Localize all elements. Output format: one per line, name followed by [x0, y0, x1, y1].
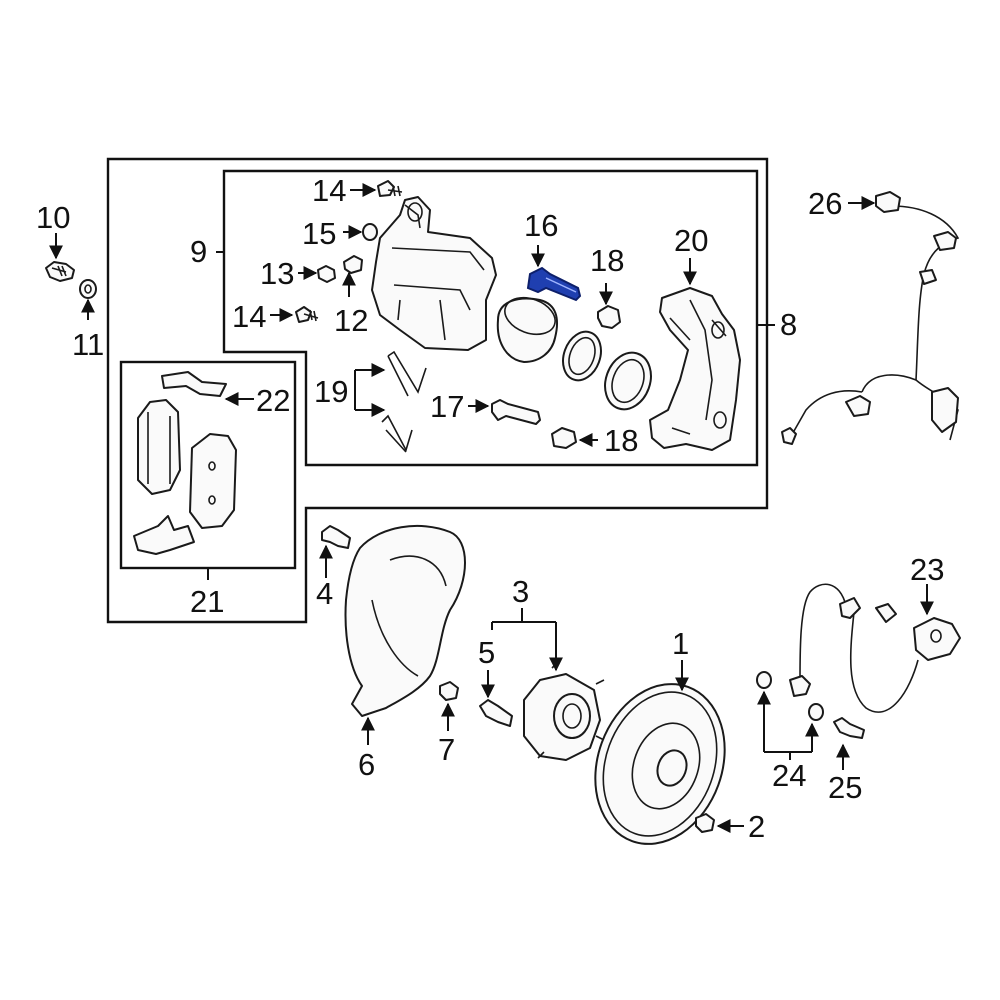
washer-11-hole — [84, 284, 92, 294]
callout-5: 5 — [478, 635, 495, 670]
leader-lines — [49, 183, 934, 833]
callout-2: 2 — [748, 809, 765, 844]
bolt-4-icon[interactable] — [321, 525, 351, 549]
dust-shield-icon[interactable] — [344, 524, 466, 717]
callout-10: 10 — [36, 200, 70, 235]
washer-24-right-icon[interactable] — [808, 703, 824, 721]
nut-13-icon[interactable] — [317, 265, 336, 283]
guide-pin-17-icon[interactable] — [491, 399, 541, 425]
bolt-14-top-icon[interactable] — [377, 180, 403, 197]
callout-15: 15 — [302, 216, 336, 251]
piston-seal-icon[interactable] — [557, 326, 608, 385]
callout-23: 23 — [910, 552, 944, 587]
brake-pad-outer-icon[interactable] — [137, 399, 181, 495]
clip-19-upper-icon[interactable] — [387, 350, 427, 397]
bolt-10-icon[interactable] — [45, 261, 75, 282]
wheel-hub-icon[interactable] — [523, 661, 605, 761]
bolt-7-icon[interactable] — [439, 681, 459, 701]
callout-12: 12 — [334, 303, 368, 338]
bleeder-12-icon[interactable] — [343, 255, 363, 274]
stud-5-icon[interactable] — [479, 699, 513, 727]
pad-clip-icon[interactable] — [133, 515, 195, 555]
callout-20: 20 — [674, 223, 708, 258]
guide-pin-16-icon[interactable] — [526, 266, 582, 302]
boot-18-lower-icon[interactable] — [551, 427, 577, 449]
cap-15-icon[interactable] — [362, 223, 378, 241]
boot-18-upper-icon[interactable] — [597, 305, 621, 329]
callout-25: 25 — [828, 770, 862, 805]
callout-6: 6 — [358, 747, 375, 782]
bolt-25-icon[interactable] — [833, 717, 865, 739]
bolt-14-lower-icon[interactable] — [295, 306, 319, 323]
washer-24-left-icon[interactable] — [756, 671, 772, 689]
brake-hose-icon[interactable] — [789, 583, 961, 713]
wheel-speed-sensor-icon[interactable] — [781, 191, 960, 445]
caliper-housing-icon[interactable] — [371, 196, 497, 351]
callout-18-lower: 18 — [604, 423, 638, 458]
piston-icon[interactable] — [496, 291, 560, 363]
callout-22: 22 — [256, 383, 290, 418]
callout-14-lower: 14 — [232, 299, 266, 334]
callout-4: 4 — [316, 576, 333, 611]
callout-16: 16 — [524, 208, 558, 243]
brake-pad-inner-icon[interactable] — [189, 433, 237, 529]
callout-9: 9 — [190, 234, 207, 269]
caliper-assembly-outline — [106, 157, 769, 624]
callout-11: 11 — [72, 327, 104, 362]
callout-14-top: 14 — [312, 173, 346, 208]
caliper-subgroup-outline — [222, 169, 759, 467]
callout-7: 7 — [438, 732, 455, 767]
callout-1: 1 — [672, 626, 689, 661]
washer-11-icon[interactable] — [79, 279, 97, 299]
callout-18-top: 18 — [590, 243, 624, 278]
dust-boot-icon[interactable] — [597, 346, 658, 416]
callout-21: 21 — [190, 584, 224, 619]
callout-3: 3 — [512, 574, 529, 609]
shim-22-icon[interactable] — [161, 371, 227, 397]
caliper-bracket-icon[interactable] — [649, 287, 741, 451]
brake-rotor-icon[interactable] — [574, 666, 747, 863]
callout-24: 24 — [772, 758, 806, 793]
callout-26: 26 — [808, 186, 842, 221]
screw-2-icon[interactable] — [695, 813, 715, 833]
callout-labels: 10 11 14 15 13 9 14 12 16 18 20 8 19 17 … — [36, 173, 944, 844]
callout-13: 13 — [260, 256, 294, 291]
callout-17: 17 — [430, 389, 464, 424]
callout-8: 8 — [780, 307, 797, 342]
clip-19-lower-icon[interactable] — [381, 414, 413, 453]
callout-19: 19 — [314, 374, 348, 409]
